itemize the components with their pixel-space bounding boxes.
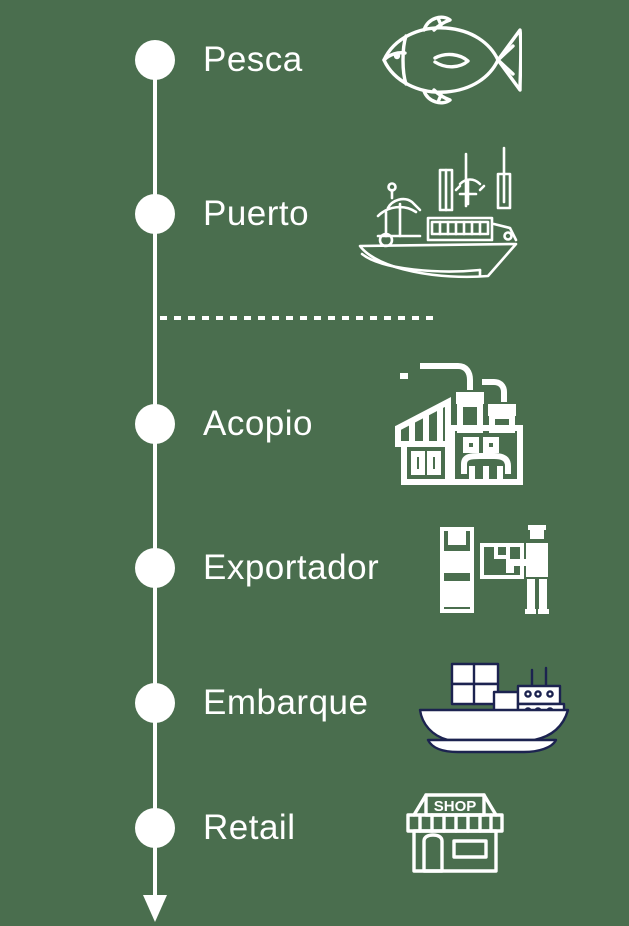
timeline-label-acopio: Acopio (203, 404, 314, 443)
shop-sign-text: SHOP (434, 798, 477, 815)
timeline-node-pesca[interactable] (135, 40, 175, 80)
factory-icon (390, 358, 526, 490)
timeline-label-exportador: Exportador (203, 548, 380, 587)
timeline-node-acopio[interactable] (135, 404, 175, 444)
timeline-label-retail: Retail (203, 808, 296, 847)
cargo-ship-icon (414, 648, 580, 758)
timeline-node-embarque[interactable] (135, 683, 175, 723)
timeline-label-puerto: Puerto (203, 194, 310, 233)
worker-box-icon (434, 519, 552, 617)
timeline-node-exportador[interactable] (135, 548, 175, 588)
timeline-label-embarque: Embarque (203, 683, 369, 722)
timeline-node-retail[interactable] (135, 808, 175, 848)
fish-icon (372, 12, 522, 108)
timeline-node-puerto[interactable] (135, 194, 175, 234)
timeline-arrowhead-icon (143, 895, 167, 922)
section-divider-dashed (160, 316, 440, 320)
shop-icon: SHOP (400, 781, 510, 875)
timeline-label-pesca: Pesca (203, 40, 303, 79)
fishing-boat-icon (348, 144, 524, 284)
